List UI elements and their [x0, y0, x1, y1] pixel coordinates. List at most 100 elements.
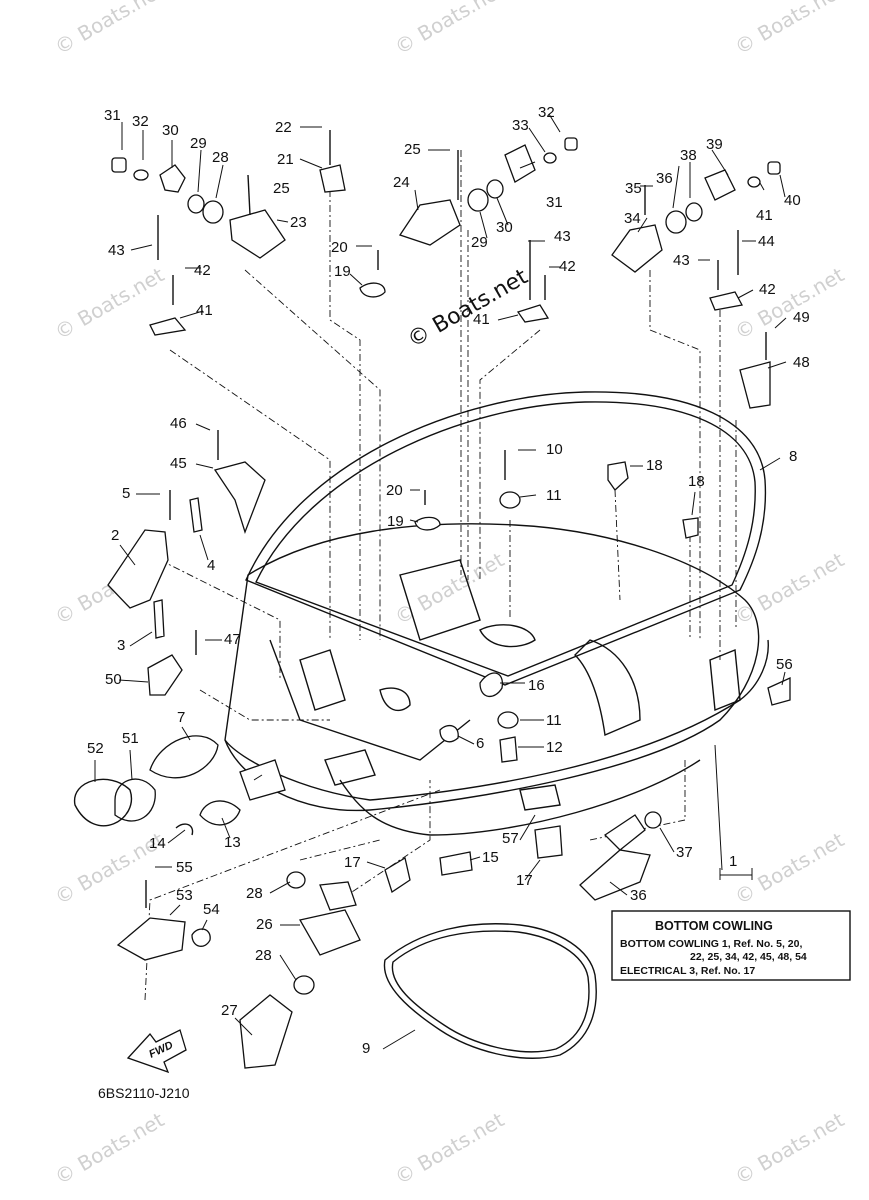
callout-label: 43 [108, 242, 125, 259]
watermark-text: © Boats.net [391, 547, 509, 629]
callout-label: 1 [729, 853, 737, 870]
callout-label: 53 [176, 887, 193, 904]
callout-label: 13 [224, 834, 241, 851]
callout-label: 7 [177, 709, 185, 726]
callout-label: 57 [502, 830, 519, 847]
diagram-code: 6BS2110-J210 [98, 1085, 190, 1101]
callout-leaders [94, 113, 787, 1050]
callout-label: 16 [528, 677, 545, 694]
callout-label: 6 [476, 735, 484, 752]
watermark-text: © Boats.net [51, 1107, 169, 1189]
callout-label: 42 [194, 262, 211, 279]
callout-label: 42 [759, 281, 776, 298]
callout-label: 11 [546, 487, 562, 504]
callout-label: 21 [277, 151, 294, 168]
fwd-arrow-icon: FWD [126, 1029, 187, 1074]
legend-line: BOTTOM COWLING 1, Ref. No. 5, 20, [620, 938, 802, 950]
callout-label: 30 [162, 122, 179, 139]
watermark-text: © Boats.net [731, 0, 849, 59]
callout-labels: 1 2 3 4 5 6 7 8 9 10 11 11 12 13 14 15 1… [87, 104, 810, 1057]
callout-label: 25 [404, 141, 421, 158]
callout-label: 23 [290, 214, 307, 231]
callout-label: 43 [673, 252, 690, 269]
callout-label: 24 [393, 174, 410, 191]
callout-label: 28 [212, 149, 229, 166]
callout-label: 41 [473, 311, 490, 328]
watermark-text: © Boats.net [391, 0, 509, 59]
callout-label: 55 [176, 859, 193, 876]
callout-label: 5 [122, 485, 130, 502]
callout-label: 51 [122, 730, 139, 747]
callout-label: 41 [196, 302, 213, 319]
callout-label: 30 [496, 219, 513, 236]
callout-label: 3 [117, 637, 125, 654]
callout-label: 29 [190, 135, 207, 152]
callout-label: 15 [482, 849, 499, 866]
callout-label: 36 [630, 887, 647, 904]
legend-box: BOTTOM COWLING BOTTOM COWLING 1, Ref. No… [611, 868, 851, 981]
callout-label: 35 [625, 180, 642, 197]
watermark-text: © Boats.net [731, 827, 849, 909]
watermark-text: © Boats.net [731, 547, 849, 629]
seal-ring-inner [391, 930, 590, 1053]
callout-label: 56 [776, 656, 793, 673]
callout-label: 19 [387, 513, 404, 530]
callout-label: 4 [207, 557, 215, 574]
watermark-text: © Boats.net [731, 262, 849, 344]
legend-title: BOTTOM COWLING [655, 919, 773, 933]
callout-label: 2 [111, 527, 119, 544]
callout-label: 42 [559, 258, 576, 275]
callout-label: 17 [516, 872, 533, 889]
callout-label: 31 [546, 194, 563, 211]
callout-label: 20 [386, 482, 403, 499]
callout-label: 18 [646, 457, 663, 474]
callout-label: 26 [256, 916, 273, 933]
callout-label: 28 [255, 947, 272, 964]
callout-label: 31 [104, 107, 121, 124]
callout-label: 39 [706, 136, 723, 153]
callout-label: 19 [334, 263, 351, 280]
callout-label: 38 [680, 147, 697, 164]
legend-line: ELECTRICAL 3, Ref. No. 17 [620, 965, 755, 977]
callout-label: 48 [793, 354, 810, 371]
callout-label: 11 [546, 712, 562, 729]
bottom-cowling-drawing [224, 391, 769, 836]
callout-label: 20 [331, 239, 348, 256]
callout-label: 9 [362, 1040, 370, 1057]
callout-label: 14 [149, 835, 166, 852]
callout-label: 37 [676, 844, 693, 861]
watermark-text: © Boats.net [51, 0, 169, 59]
seal-ring [383, 923, 597, 1059]
callout-label: 47 [224, 631, 241, 648]
callout-label: 10 [546, 441, 563, 458]
callout-label: 50 [105, 671, 122, 688]
callout-label: 52 [87, 740, 104, 757]
callout-label: 25 [273, 180, 290, 197]
callout-label: 33 [512, 117, 529, 134]
callout-label: 27 [221, 1002, 238, 1019]
callout-label: 41 [756, 207, 773, 224]
callout-label: 29 [471, 234, 488, 251]
callout-label: 46 [170, 415, 187, 432]
watermark-text: © Boats.net [391, 1107, 509, 1189]
leader-lines [144, 150, 737, 1001]
callout-label: 36 [656, 170, 673, 187]
callout-label: 44 [758, 233, 775, 250]
callout-label: 49 [793, 309, 810, 326]
callout-label: 12 [546, 739, 563, 756]
callout-label: 54 [203, 901, 220, 918]
callout-label: 45 [170, 455, 187, 472]
small-parts [74, 130, 791, 1069]
callout-label: 34 [624, 210, 641, 227]
callout-label: 22 [275, 119, 292, 136]
legend-line: 22, 25, 34, 42, 45, 48, 54 [690, 951, 807, 963]
callout-label: 43 [554, 228, 571, 245]
callout-label: 32 [132, 113, 149, 130]
callout-label: 18 [688, 473, 705, 490]
watermark-text: © Boats.net [51, 262, 169, 344]
callout-label: 17 [344, 854, 361, 871]
callout-label: 40 [784, 192, 801, 209]
callout-label: 8 [789, 448, 797, 465]
watermark-text: © Boats.net [731, 1107, 849, 1189]
